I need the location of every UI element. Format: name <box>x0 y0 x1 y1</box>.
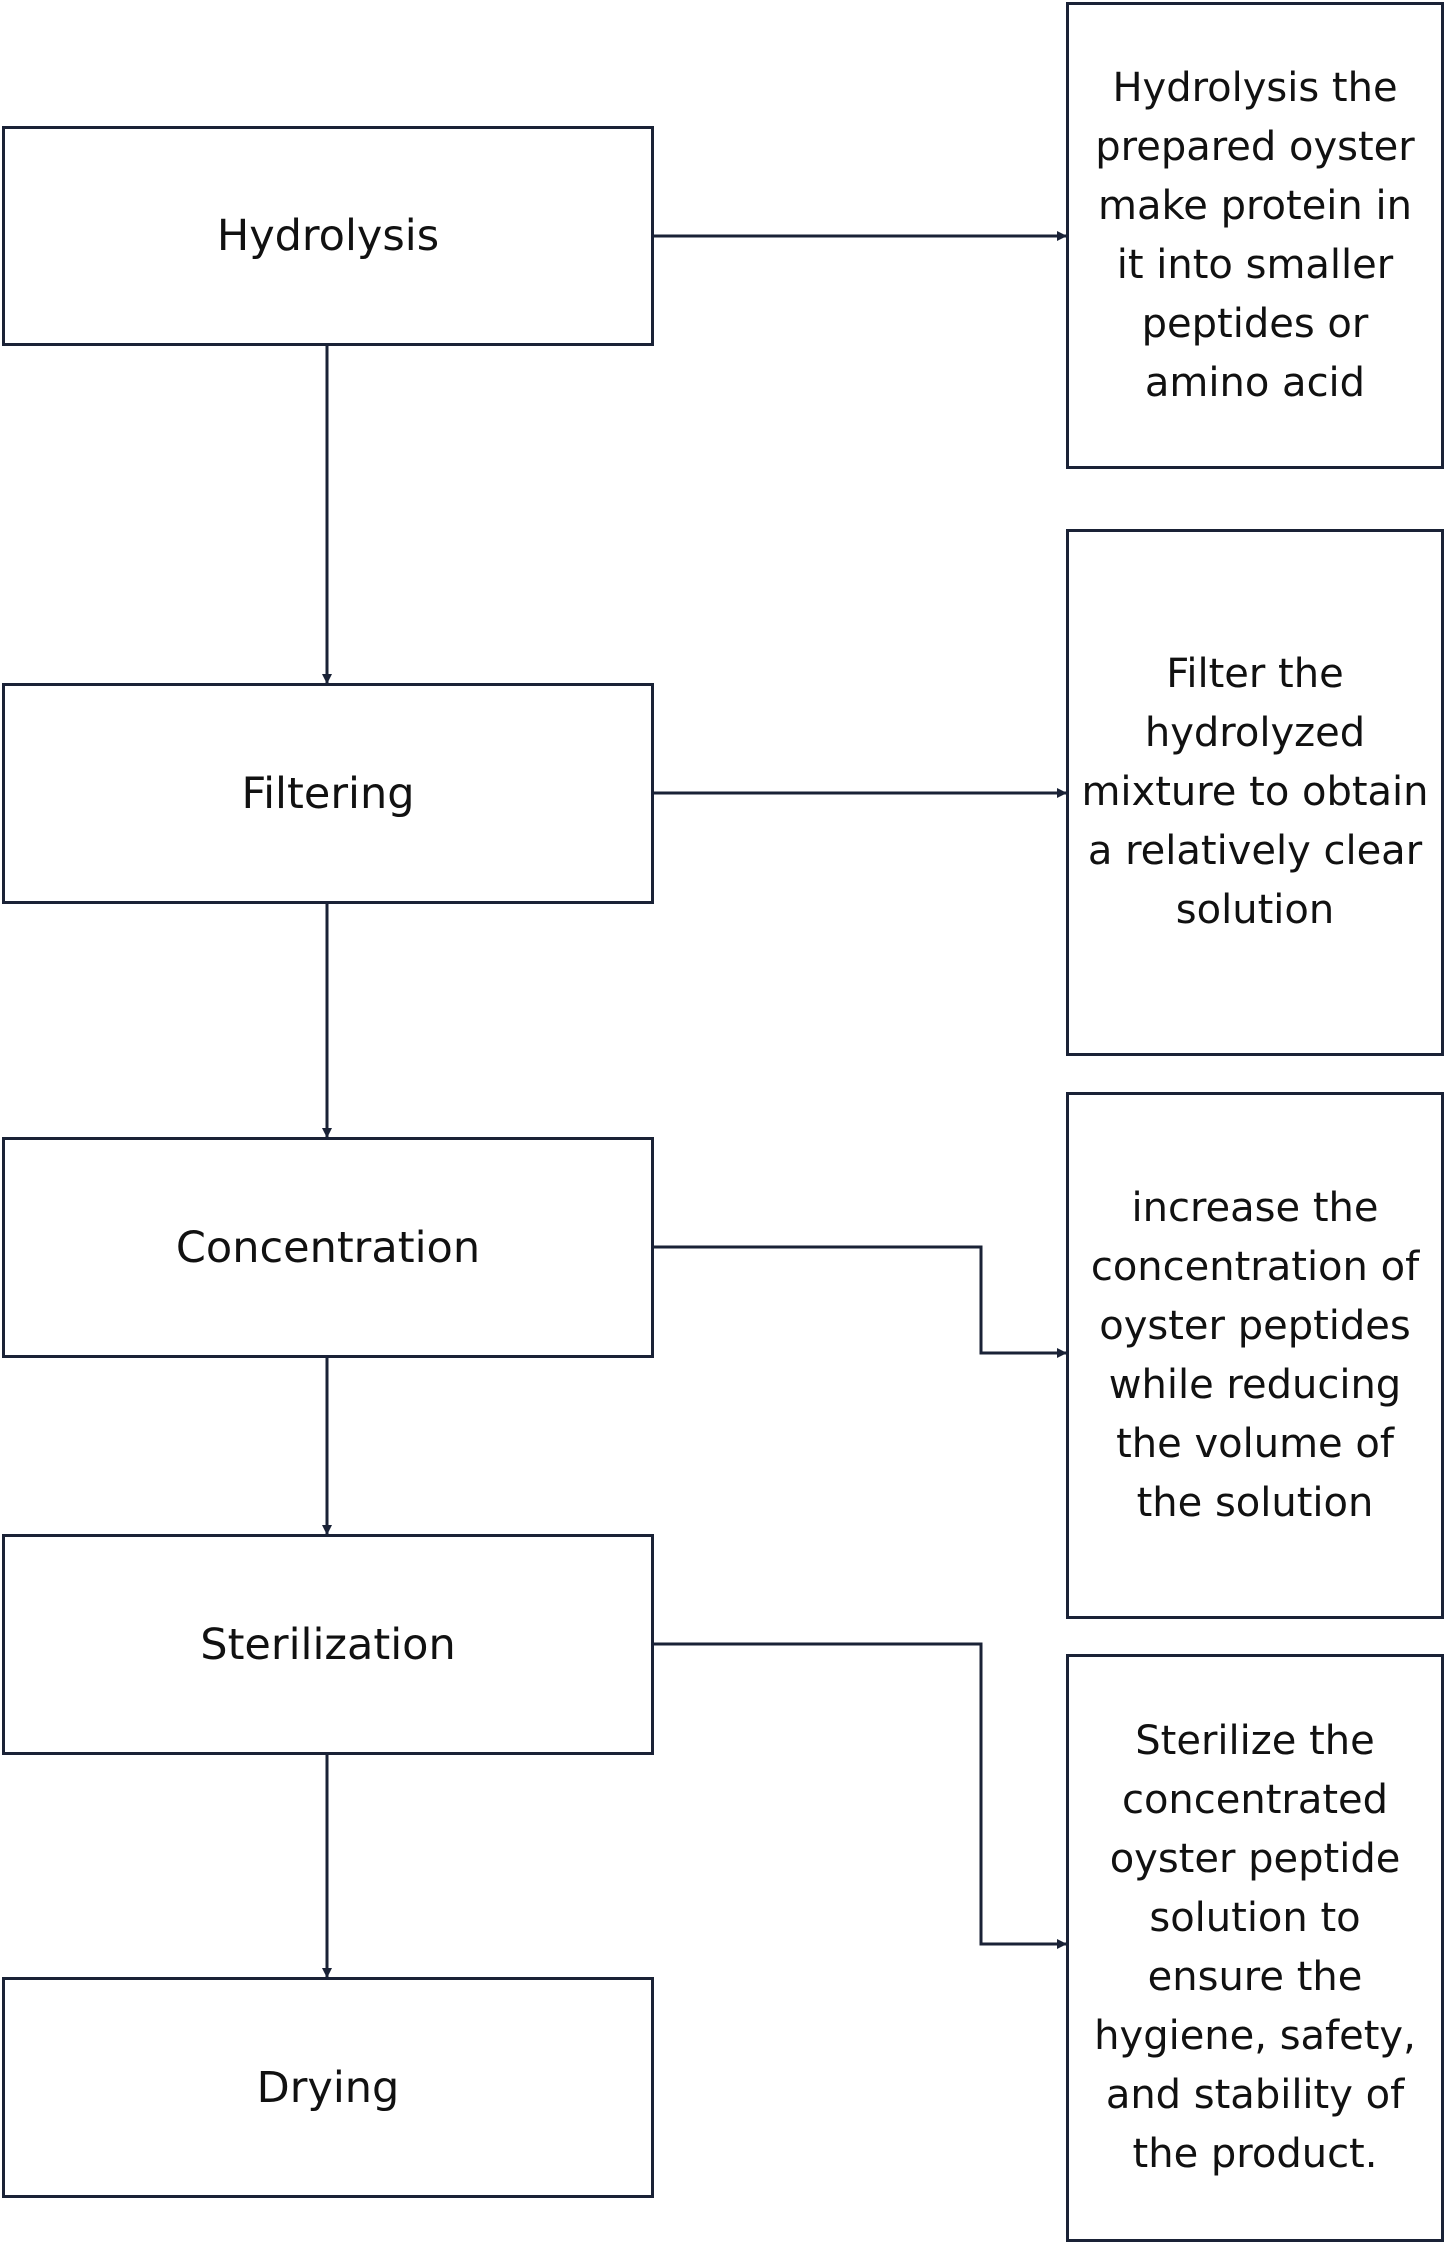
arrow-concentration-to-note <box>653 1245 1067 1358</box>
note-text: Filter the hydrolyzed mixture to obtain … <box>1081 651 1429 933</box>
step-concentration: Concentration <box>2 1137 654 1358</box>
step-label: Filtering <box>241 768 415 819</box>
note-concentration: increase the concentration of oyster pep… <box>1066 1092 1444 1619</box>
arrow-sterilization-to-note <box>653 1642 1067 1949</box>
note-text: Sterilize the concentrated oyster peptid… <box>1094 1718 1416 2177</box>
step-drying: Drying <box>2 1977 654 2198</box>
note-text: increase the concentration of oyster pep… <box>1090 1184 1420 1526</box>
step-label: Sterilization <box>200 1619 456 1670</box>
step-sterilization: Sterilization <box>2 1534 654 1755</box>
step-label: Hydrolysis <box>216 211 440 261</box>
step-label: Drying <box>256 2062 400 2113</box>
note-sterilization: Sterilize the concentrated oyster peptid… <box>1066 1654 1444 2242</box>
note-text: Hydrolysis the prepared oyster make prot… <box>1095 64 1415 406</box>
note-hydrolysis: Hydrolysis the prepared oyster make prot… <box>1066 2 1444 469</box>
step-label: Concentration <box>175 1222 481 1273</box>
step-hydrolysis: Hydrolysis <box>2 126 654 346</box>
step-filtering: Filtering <box>2 683 654 904</box>
note-filtering: Filter the hydrolyzed mixture to obtain … <box>1066 529 1444 1056</box>
